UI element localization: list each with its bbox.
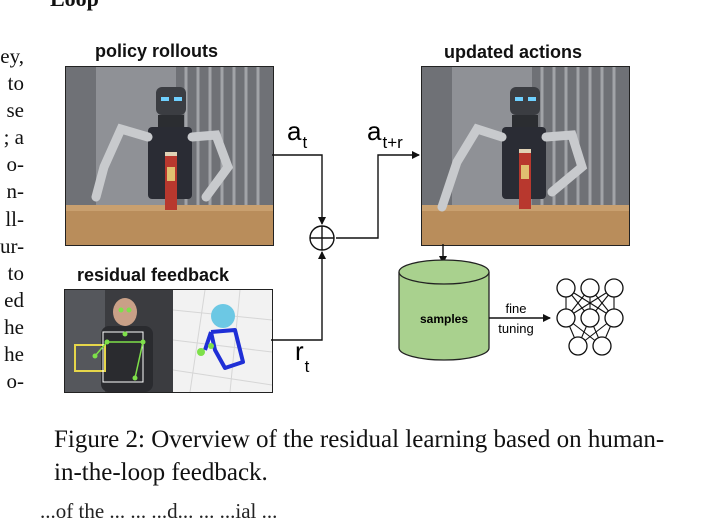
residual-feedback-photo xyxy=(64,289,273,393)
left-text-line: ed xyxy=(4,287,24,312)
policy-rollout-photo xyxy=(65,66,274,246)
section-heading-fragment: Loop xyxy=(50,0,99,12)
a-t-plus-r-symbol: at+r xyxy=(367,116,403,152)
a-t-arrow xyxy=(272,154,326,225)
neural-network-icon xyxy=(556,278,624,356)
a-t-plus-r-arrow xyxy=(336,151,420,239)
left-text-line: n- xyxy=(6,179,25,204)
left-text-line: he xyxy=(4,314,24,339)
left-text-line: o- xyxy=(6,152,25,177)
updated-actions-photo xyxy=(421,66,630,246)
updated-actions-label: updated actions xyxy=(444,42,583,62)
left-column-text: ey, to se ; a o- n- ll- ur- to ed he he … xyxy=(0,43,24,395)
robot-scene-illustration xyxy=(422,67,629,245)
left-text-line: ll- xyxy=(5,206,24,231)
residual-feedback-label: residual feedback xyxy=(77,265,230,285)
diagram-overlay: at at+r rt samples fine tuning xyxy=(271,116,624,376)
tuning-label: tuning xyxy=(498,321,533,336)
left-text-line: se xyxy=(6,98,25,123)
r-t-symbol: rt xyxy=(295,336,310,376)
figure-caption: Figure 2: Overview of the residual learn… xyxy=(54,426,665,486)
r-t-arrow xyxy=(271,251,326,341)
fine-label: fine xyxy=(506,301,527,316)
left-text-line: o- xyxy=(6,369,25,394)
left-text-line: ; a xyxy=(3,125,24,150)
left-text-line: to xyxy=(7,260,24,285)
left-text-line: ey, xyxy=(0,44,24,68)
human-pose-illustration xyxy=(65,290,272,392)
left-text-line: he xyxy=(4,342,24,367)
a-t-symbol: at xyxy=(287,116,307,152)
samples-database-icon xyxy=(398,259,490,361)
left-text-line: to xyxy=(7,71,24,96)
samples-label: samples xyxy=(420,312,468,326)
left-text-line: ur- xyxy=(0,233,24,258)
sum-node xyxy=(309,225,335,251)
bottom-text-fragment: ...of the ... ... ...d... ... ...ial ... xyxy=(40,499,278,523)
robot-scene-illustration xyxy=(66,67,273,245)
policy-rollouts-label: policy rollouts xyxy=(95,41,219,61)
